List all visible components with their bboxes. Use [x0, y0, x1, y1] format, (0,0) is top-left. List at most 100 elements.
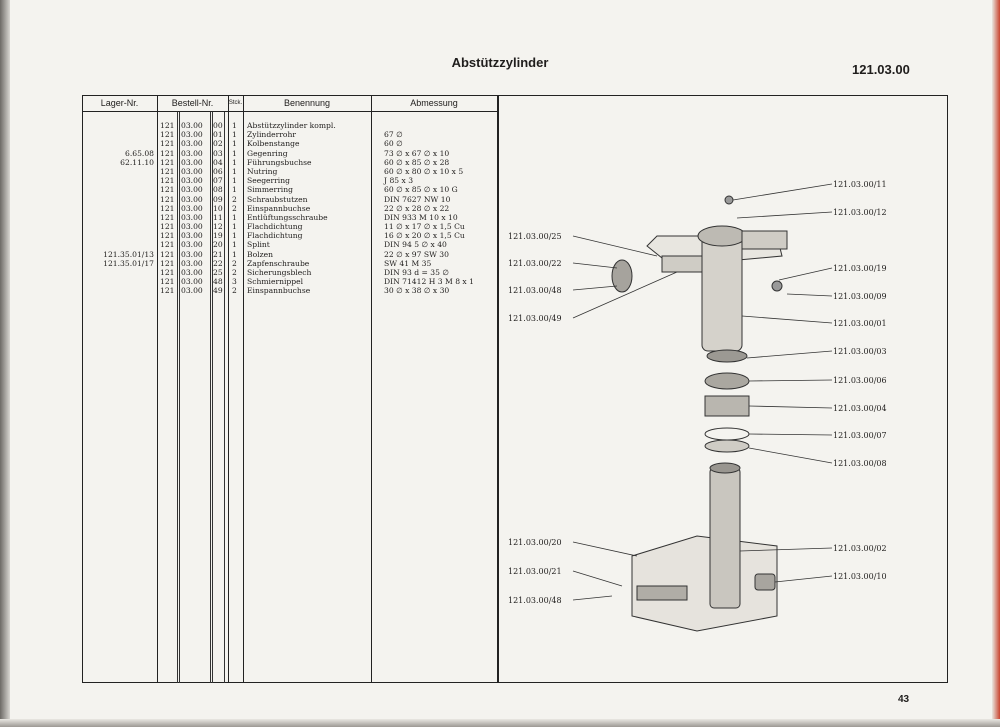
- column-divider: [157, 95, 158, 683]
- quantity: 2: [232, 286, 237, 296]
- page-edge-left: [0, 0, 10, 727]
- part-name: Schmiernippel: [247, 277, 304, 287]
- order-number-group: 121: [160, 148, 175, 158]
- order-number-main: 03.00: [181, 148, 203, 158]
- drawing-divider: [497, 95, 499, 683]
- dimension: DIN 933 M 10 x 10: [384, 212, 458, 222]
- order-number-item: 07: [213, 176, 223, 186]
- part-name: Flachdichtung: [247, 231, 303, 241]
- order-number-main: 03.00: [181, 203, 203, 213]
- part-name: Seegerring: [247, 176, 290, 186]
- callout-label: 121.03.00/03: [833, 347, 887, 356]
- nut-left: [611, 259, 633, 293]
- piston-rod: [709, 467, 741, 609]
- order-number-group: 121: [160, 268, 175, 277]
- seal-08: [704, 439, 750, 453]
- column-divider: [179, 112, 180, 683]
- part-name: Kolbenstange: [247, 139, 300, 149]
- order-number-main: 03.00: [181, 185, 203, 195]
- order-number-main: 03.00: [181, 286, 203, 296]
- quantity: 1: [232, 148, 237, 158]
- callout-label: 121.03.00/06: [833, 376, 887, 385]
- dimension: 22 ∅ x 97 SW 30: [384, 249, 449, 259]
- dimension: 30 ∅ x 38 ∅ x 30: [384, 286, 450, 296]
- order-number-item: 20: [213, 240, 223, 250]
- callout-label: 121.03.00/07: [833, 431, 887, 440]
- leader-lines: [572, 183, 833, 601]
- callout-label: 121.03.00/02: [833, 544, 887, 553]
- order-number-item: 00: [213, 121, 223, 130]
- order-number-group: 121: [160, 258, 175, 268]
- callout-label: 121.03.00/08: [833, 459, 887, 468]
- order-number-group: 121: [160, 185, 175, 195]
- callout-label: 121.03.00/22: [508, 259, 562, 268]
- order-number-item: 02: [213, 139, 223, 149]
- order-number-item: 48: [213, 277, 223, 287]
- callout-label: 121.03.00/49: [508, 314, 562, 323]
- part-name: Simmerring: [247, 185, 293, 195]
- dimension: 60 ∅ x 85 ∅ x 10 G: [384, 185, 458, 195]
- quantity: 1: [232, 231, 237, 241]
- dimension: J 85 x 3: [384, 176, 414, 186]
- order-number-item: 06: [213, 166, 223, 176]
- part-name: Sicherungsblech: [247, 268, 312, 277]
- order-number-main: 03.00: [181, 258, 203, 268]
- trunnion-right: [741, 230, 788, 250]
- quantity: 2: [232, 268, 237, 277]
- callout-label: 121.03.00/01: [833, 319, 887, 328]
- order-number-group: 121: [160, 222, 175, 232]
- order-number-main: 03.00: [181, 166, 203, 176]
- part-name: Entlüftungsschraube: [247, 212, 328, 222]
- order-number-item: 10: [213, 203, 223, 213]
- page-edge-bottom: [0, 719, 1000, 727]
- order-number-main: 03.00: [181, 139, 203, 149]
- order-number-item: 03: [213, 148, 223, 158]
- quantity: 1: [232, 240, 237, 250]
- page-edge-right: [992, 0, 1000, 727]
- callout-label: 121.03.00/19: [833, 264, 887, 273]
- ring-03: [706, 349, 748, 363]
- vent-screw: [724, 195, 734, 205]
- order-number-item: 11: [213, 212, 223, 222]
- order-number-main: 03.00: [181, 240, 203, 250]
- part-name: Bolzen: [247, 249, 273, 259]
- rod-top: [709, 462, 741, 474]
- callout-label: 121.03.00/21: [508, 567, 562, 576]
- quantity: 2: [232, 194, 237, 204]
- dimension: 16 ∅ x 20 ∅ x 1,5 Cu: [384, 231, 465, 241]
- quantity: 1: [232, 166, 237, 176]
- parts-table-frame: [82, 95, 948, 683]
- quantity: 1: [232, 121, 237, 130]
- dimension: 67 ∅: [384, 130, 403, 140]
- dimension: 11 ∅ x 17 ∅ x 1,5 Cu: [384, 222, 465, 232]
- quantity: 2: [232, 203, 237, 213]
- quantity: 1: [232, 212, 237, 222]
- callout-label: 121.03.00/11: [833, 180, 887, 189]
- order-number-item: 25: [213, 268, 223, 277]
- base-plate: [631, 535, 778, 632]
- dimension: DIN 93 d = 35 ∅: [384, 268, 449, 277]
- quantity: 1: [232, 130, 237, 140]
- dimension: 60 ∅ x 85 ∅ x 28: [384, 157, 450, 167]
- callout-label: 121.03.00/04: [833, 404, 887, 413]
- order-number-item: 08: [213, 185, 223, 195]
- dimension: SW 41 M 35: [384, 258, 432, 268]
- dimension: DIN 94 5 ∅ x 40: [384, 240, 447, 250]
- header-benennung: Benennung: [283, 98, 331, 108]
- part-name: Einspannbuchse: [247, 286, 311, 296]
- order-number-item: 21: [213, 249, 223, 259]
- order-number-group: 121: [160, 139, 175, 149]
- header-lager: Lager-Nr.: [100, 98, 139, 108]
- quantity: 1: [232, 222, 237, 232]
- order-number-group: 121: [160, 121, 175, 130]
- order-number-main: 03.00: [181, 268, 203, 277]
- storage-number: 121.35.01/13: [103, 249, 154, 259]
- order-number-item: 04: [213, 157, 223, 167]
- header-abmessung: Abmessung: [410, 98, 458, 108]
- column-divider: [177, 112, 178, 683]
- quantity: 1: [232, 176, 237, 186]
- order-number-main: 03.00: [181, 130, 203, 140]
- header-bestell: Bestell-Nr.: [171, 98, 214, 108]
- quantity: 1: [232, 249, 237, 259]
- page-number: 43: [898, 694, 910, 705]
